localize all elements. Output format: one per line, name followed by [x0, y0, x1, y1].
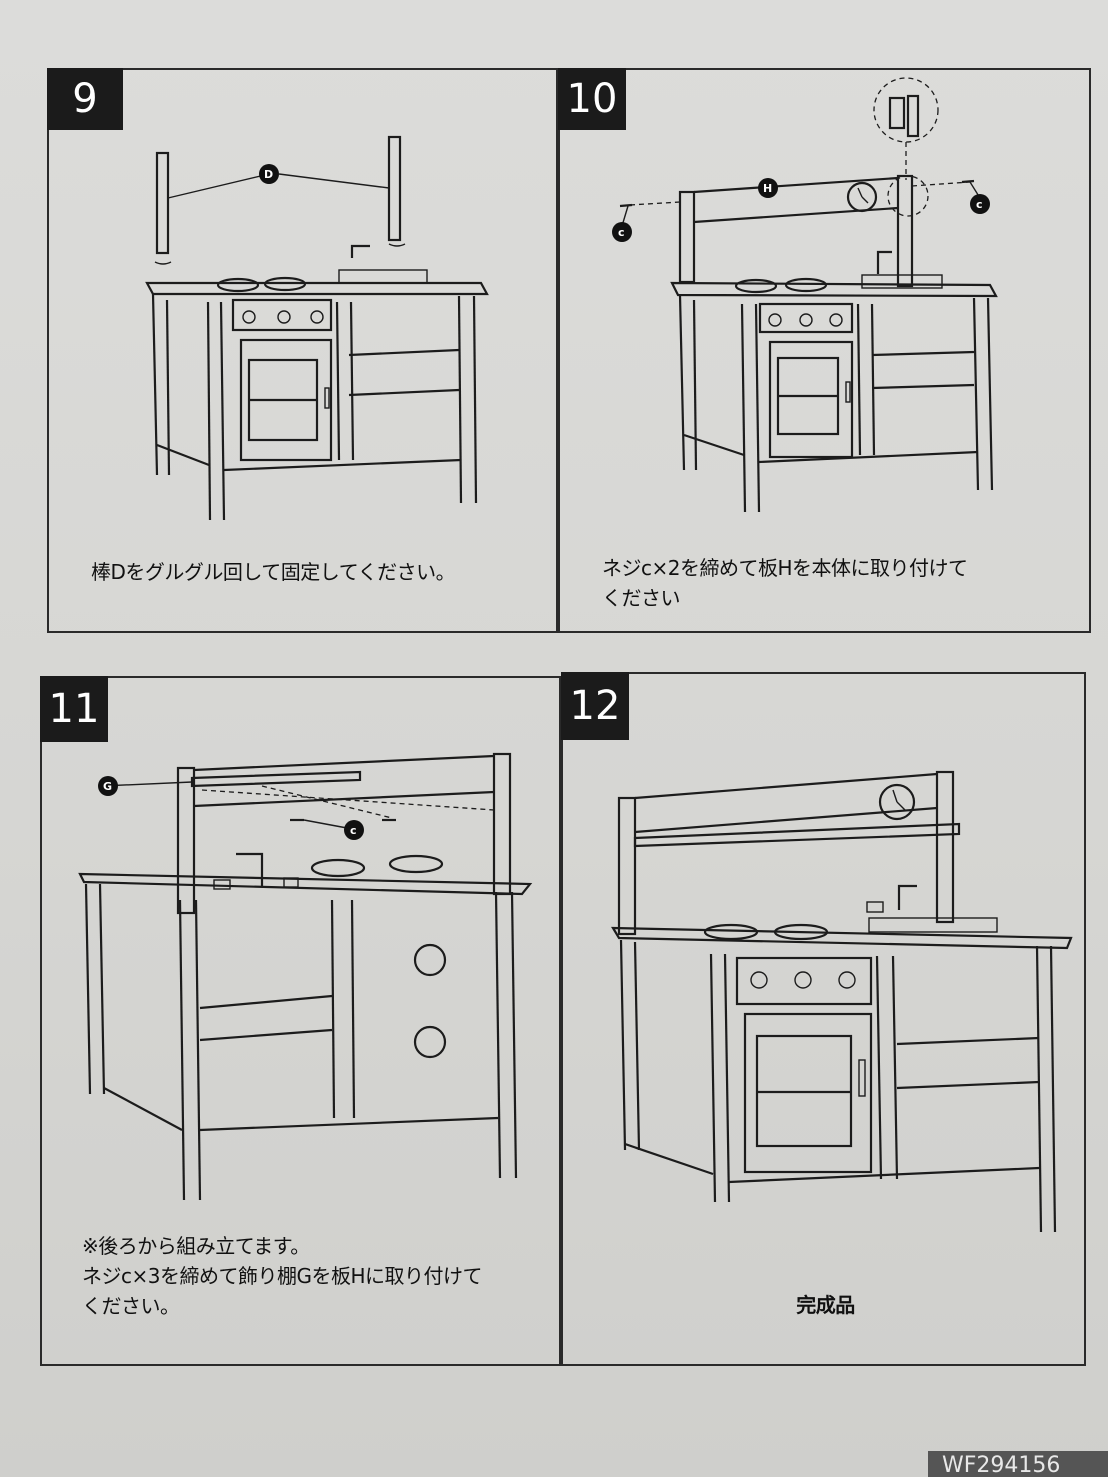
callout-c: c	[350, 824, 357, 837]
step-caption: 完成品	[796, 1293, 855, 1317]
callout-G: G	[103, 780, 112, 793]
step-number: 11	[40, 676, 108, 742]
callout-D: D	[264, 168, 273, 181]
step-panel-10: 10 H c c	[558, 68, 1091, 633]
step-number: 12	[561, 672, 629, 740]
kitchen-illustration-step-12	[611, 770, 1073, 1233]
kitchen-illustration-step-10: H c c	[612, 77, 998, 513]
model-code-tag: WF294156	[928, 1451, 1108, 1477]
callout-c-right: c	[976, 198, 983, 211]
step-panel-11: 11 G c	[40, 676, 561, 1366]
step-caption: 棒Dをグルグル回して固定してください。	[91, 560, 456, 584]
step-number: 9	[47, 68, 123, 130]
step-panel-9: 9 D 棒Dをグルグル回して固定してください。	[47, 68, 558, 633]
step-panel-12: 12 完成品	[561, 672, 1086, 1366]
kitchen-illustration-step-9: D	[145, 135, 489, 521]
step-caption: ネジc×2を締めて板Hを本体に取り付けて ください	[602, 556, 968, 610]
step-number: 10	[558, 68, 626, 130]
callout-H: H	[763, 182, 772, 195]
callout-c-left: c	[618, 226, 625, 239]
step-caption: ※後ろから組み立てます。 ネジc×3を締めて飾り棚Gを板Hに取り付けて ください…	[82, 1234, 483, 1318]
kitchen-illustration-step-11: G c	[78, 752, 533, 1201]
